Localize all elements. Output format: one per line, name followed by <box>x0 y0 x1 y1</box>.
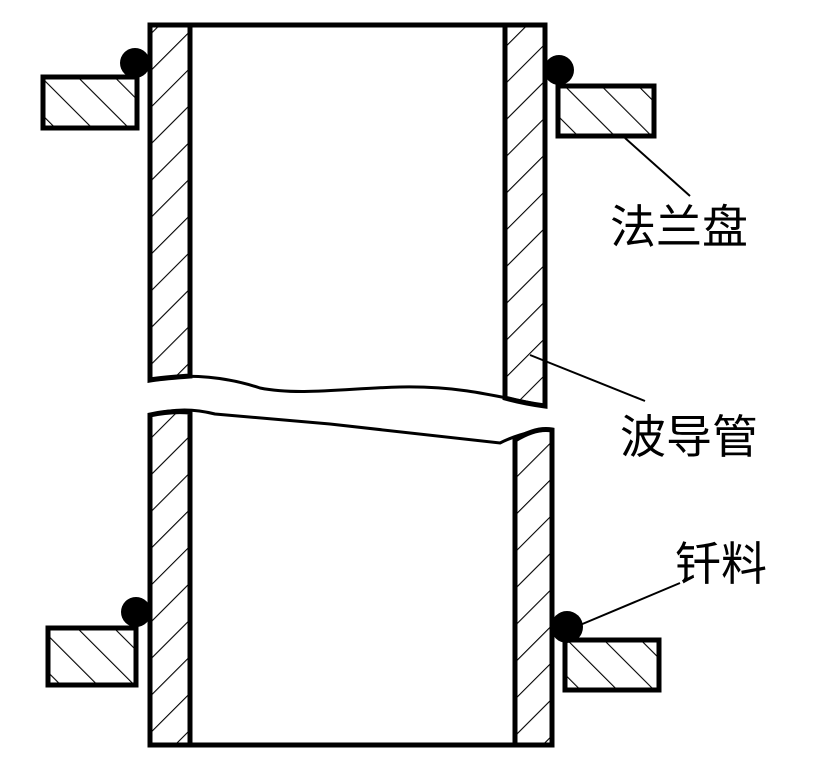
solder-bead-lower-right <box>551 611 583 643</box>
flange-upper-right <box>555 83 657 139</box>
label-waveguide: 波导管 <box>620 410 758 464</box>
lower-break-line <box>149 408 553 445</box>
lower-right-wall <box>512 427 555 748</box>
solder-bead-upper-right <box>544 55 574 85</box>
solder-bead-lower-left <box>121 597 151 627</box>
leader-line-solder <box>579 582 681 626</box>
lower-left-wall <box>147 409 193 748</box>
flange-upper-left <box>40 74 140 131</box>
lower-waveguide-section <box>147 408 555 748</box>
label-solder: 钎料 <box>675 537 767 591</box>
flange-lower-right <box>562 637 662 693</box>
label-flange: 法兰盘 <box>610 200 748 254</box>
upper-waveguide-section <box>147 22 548 409</box>
upper-right-wall <box>502 22 548 409</box>
leader-line-waveguide <box>529 354 646 402</box>
flange-lower-left <box>45 625 139 688</box>
solder-bead-upper-left <box>120 48 150 78</box>
upper-left-wall <box>147 22 193 383</box>
leader-line-flange <box>624 137 691 197</box>
upper-break-line <box>149 374 546 408</box>
